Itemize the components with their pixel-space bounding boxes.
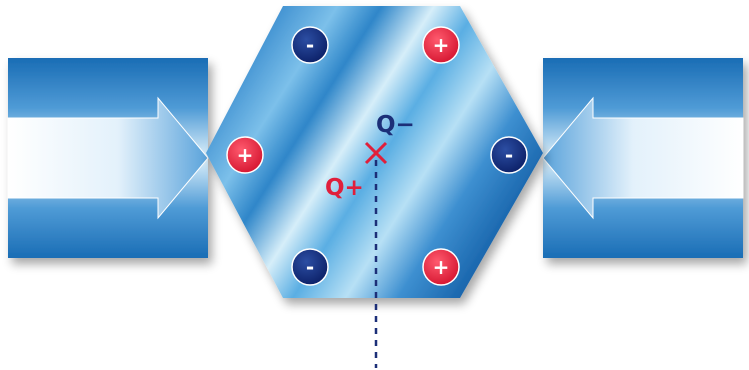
q-plus-label: Q+ [325, 175, 364, 201]
negative-charge-sign: - [306, 255, 314, 279]
positive-charge-sign: + [237, 143, 254, 167]
positive-charge-bottom-right: + [422, 248, 460, 286]
positive-charge-sign: + [433, 33, 450, 57]
negative-charge-bottom-left: - [291, 248, 329, 286]
arrow-right-icon [7, 96, 209, 220]
cross-icon [364, 141, 388, 165]
positive-charge-left: + [226, 136, 264, 174]
negative-charge-right: - [490, 136, 528, 174]
negative-charge-sign: - [306, 33, 314, 57]
q-minus-label: Q− [376, 112, 415, 138]
arrow-left-icon [542, 96, 744, 220]
positive-charge-top-right: + [422, 26, 460, 64]
negative-charge-top-left: - [291, 26, 329, 64]
positive-charge-sign: + [433, 255, 450, 279]
negative-charge-sign: - [505, 143, 513, 167]
